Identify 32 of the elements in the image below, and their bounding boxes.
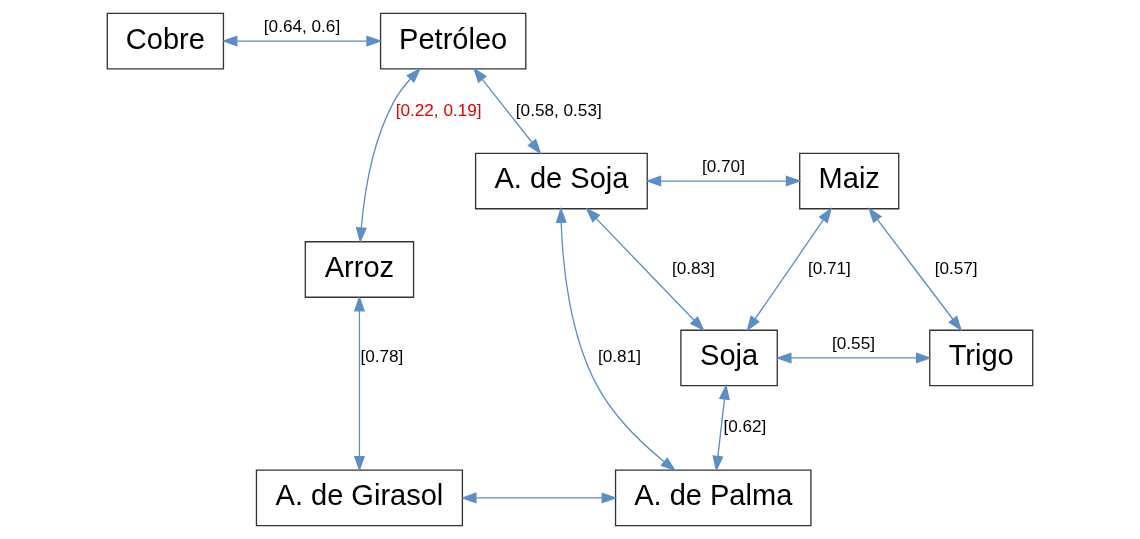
arrow: [472, 67, 542, 155]
node-box: Trigo: [929, 329, 1034, 387]
arrow: [868, 207, 963, 332]
node-box: Arroz: [304, 241, 415, 298]
arrow: [221, 35, 383, 47]
arrow: [353, 295, 365, 472]
edge-label: [0.55]: [832, 333, 875, 354]
edge-label: [0.70]: [702, 156, 745, 177]
edge-label: [0.58, 0.53]: [515, 99, 602, 120]
node-box: Maiz: [799, 152, 900, 210]
node-box: A. de Girasol: [255, 469, 464, 527]
node-box: Petróleo: [379, 12, 527, 70]
edge-label: [0.83]: [671, 257, 715, 278]
edge-label: [0.57]: [934, 257, 978, 278]
node-box: Cobre: [106, 12, 225, 70]
arrow: [460, 492, 618, 504]
edge-label: [0.64, 0.6]: [263, 16, 341, 37]
arrow: [555, 207, 677, 472]
edge-label: [0.78]: [360, 346, 404, 367]
arrow: [645, 175, 802, 187]
node-box: A. de Palma: [614, 469, 812, 527]
arrow: [585, 207, 705, 332]
arrow: [775, 352, 932, 364]
node-box: A. de Soja: [474, 152, 648, 210]
arrow: [355, 67, 422, 244]
edge-label: [0.71]: [807, 257, 851, 278]
node-box: Soja: [680, 329, 778, 387]
edge-label: [0.22, 0.19]: [395, 99, 482, 120]
arrow: [746, 207, 833, 332]
arrow: [712, 383, 730, 472]
edge-label: [0.81]: [598, 346, 641, 367]
edge-label: [0.62]: [723, 416, 767, 437]
